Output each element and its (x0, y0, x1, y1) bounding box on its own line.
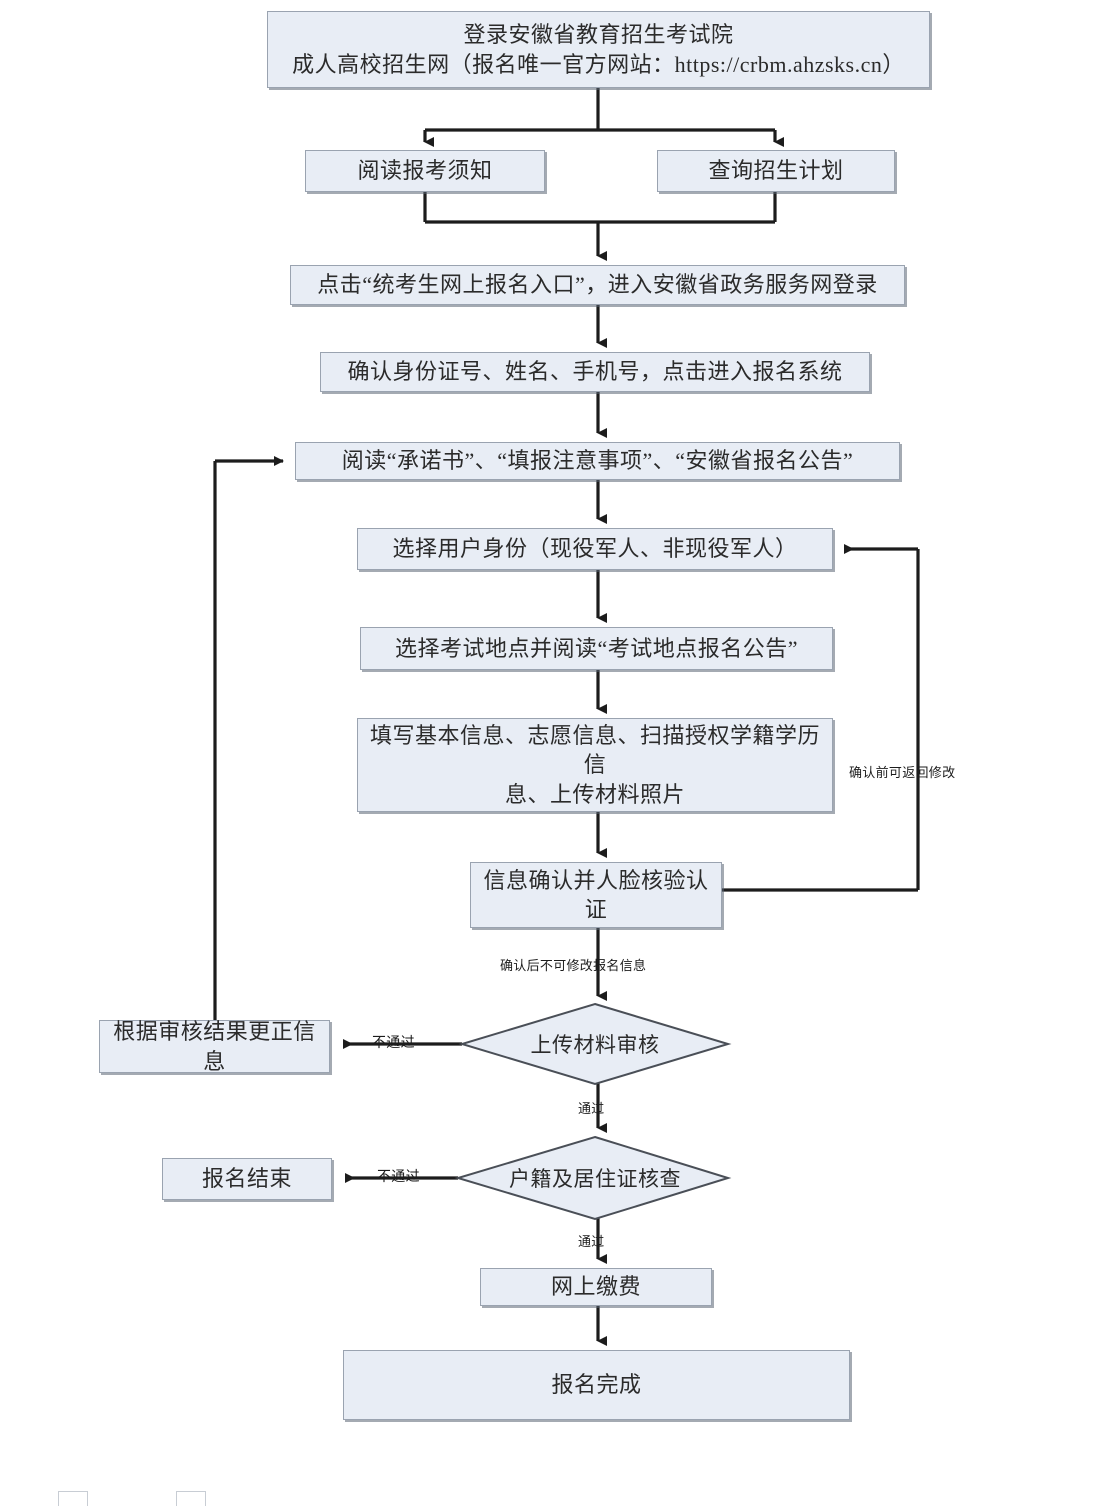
node-read-notice-label: 阅读报考须知 (357, 158, 493, 184)
edge-label-cannot-modify-after-confirm: 确认后不可修改报名信息 (500, 958, 647, 973)
node-online-payment-label: 网上缴费 (550, 1274, 641, 1300)
node-click-entry-label: 点击“统考生网上报名入口”，进入安徽省政务服务网登录 (317, 272, 878, 298)
node-login-portal-label: 登录安徽省教育招生考试院 成人高校招生网（报名唯一官方网站：https://cr… (292, 22, 905, 77)
node-read-commitments[interactable]: 阅读“承诺书”、“填报注意事项”、“安徽省报名公告” (295, 442, 900, 480)
decision-residence-check-shape (454, 1135, 732, 1221)
node-correct-information[interactable]: 根据审核结果更正信息 (99, 1019, 330, 1074)
node-confirm-identity[interactable]: 确认身份证号、姓名、手机号，点击进入报名系统 (320, 352, 870, 392)
edge-label-residence-pass: 通过 (578, 1234, 605, 1249)
edge-label-material-fail: 不通过 (372, 1036, 415, 1051)
node-query-plan[interactable]: 查询招生计划 (657, 150, 895, 192)
node-read-notice[interactable]: 阅读报考须知 (305, 150, 545, 192)
node-confirm-face-label: 信息确认并人脸核验认证 (483, 867, 709, 922)
node-select-exam-site[interactable]: 选择考试地点并阅读“考试地点报名公告” (360, 627, 833, 670)
node-registration-end-label: 报名结束 (201, 1166, 292, 1192)
edge-label-material-pass: 通过 (578, 1101, 605, 1116)
node-select-exam-site-label: 选择考试地点并阅读“考试地点报名公告” (394, 635, 799, 661)
node-registration-complete[interactable]: 报名完成 (343, 1350, 850, 1420)
strip-tick-right (176, 1491, 206, 1506)
node-online-payment[interactable]: 网上缴费 (480, 1268, 712, 1306)
strip-tick-left (58, 1491, 88, 1506)
edge-label-residence-fail: 不通过 (377, 1170, 420, 1185)
node-fill-information-label: 填写基本信息、志愿信息、扫描授权学籍学历信 息、上传材料照片 (369, 723, 820, 807)
decision-material-review-shape (458, 1002, 732, 1086)
edge-label-can-modify-before-confirm: 确认前可返回修改 (849, 765, 956, 780)
node-registration-complete-label: 报名完成 (551, 1372, 642, 1398)
node-query-plan-label: 查询招生计划 (708, 158, 844, 184)
node-confirm-face[interactable]: 信息确认并人脸核验认证 (470, 862, 722, 928)
node-fill-information[interactable]: 填写基本信息、志愿信息、扫描授权学籍学历信 息、上传材料照片 (357, 718, 833, 812)
node-click-entry[interactable]: 点击“统考生网上报名入口”，进入安徽省政务服务网登录 (290, 265, 905, 305)
node-select-user-type[interactable]: 选择用户身份（现役军人、非现役军人） (357, 528, 833, 570)
node-registration-end[interactable]: 报名结束 (162, 1158, 332, 1200)
node-read-commitments-label: 阅读“承诺书”、“填报注意事项”、“安徽省报名公告” (341, 448, 854, 474)
page-bottom-strip (0, 1488, 1120, 1506)
node-confirm-identity-label: 确认身份证号、姓名、手机号，点击进入报名系统 (347, 359, 843, 385)
node-login-portal[interactable]: 登录安徽省教育招生考试院 成人高校招生网（报名唯一官方网站：https://cr… (267, 11, 930, 88)
node-correct-information-label: 根据审核结果更正信息 (113, 1019, 316, 1074)
node-select-user-type-label: 选择用户身份（现役军人、非现役军人） (392, 536, 798, 562)
